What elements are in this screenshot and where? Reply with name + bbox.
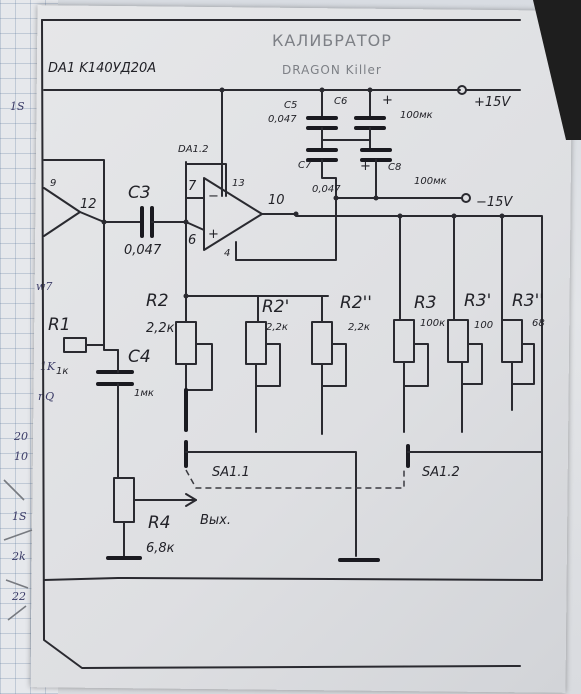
scribble-2: w7 (36, 280, 52, 293)
r3-resistor-group: R3 100к R3' 100 R3'' 68 (393, 213, 545, 433)
title-calibrator: КАЛИБРАТОР (272, 31, 392, 50)
input-amp-triangle (43, 187, 81, 237)
chip-label: DA1 K140УД20А (48, 61, 156, 76)
scribble-strokes (3, 479, 33, 621)
opamp-da1-2: DA1.2 7 13 10 6 4 − + (178, 89, 543, 581)
opamp-plus: + (208, 227, 219, 242)
resistor-r1 (63, 337, 87, 353)
resistor-r2-prime (245, 321, 267, 365)
c3-name: C3 (128, 183, 151, 203)
r3-double-prime-value: 68 (532, 318, 545, 329)
opamp-pin7: 7 (188, 179, 197, 194)
resistor-r4 (113, 477, 135, 523)
scribble-9: 22 (11, 590, 26, 603)
sa1-1-label: SA1.1 (212, 465, 250, 480)
side-scribbles: 1S w7 1K nQ 20 10 1S 2k 22 (3, 100, 56, 621)
c7-value: 0,047 (312, 184, 341, 195)
r2-resistor-group: R2 2,2к R2' 2,2к R2'' 2,2к (146, 221, 372, 435)
scribble-1: 1S (10, 100, 25, 113)
scribble-4: nQ (38, 390, 54, 403)
c5-value: 0,047 (268, 114, 297, 125)
pin-9: 9 (50, 178, 56, 189)
r2-prime-name: R2' (262, 297, 289, 317)
resistor-r2-double-prime (311, 321, 333, 365)
c6-value: 100мк (400, 110, 433, 121)
c6-plus: + (382, 93, 393, 108)
decoupling-capacitors: C5 0,047 C6 + 100мк C7 0,047 + C8 100мк (268, 89, 447, 199)
opamp-pin4: 4 (224, 248, 230, 259)
capacitor-c5 (306, 116, 338, 130)
c3-value: 0,047 (124, 243, 162, 258)
r1-c4-branch: R1 1к C4 1мк (48, 221, 154, 479)
c6-name: C6 (334, 96, 347, 107)
capacitor-c7 (306, 148, 338, 162)
resistor-r2 (175, 321, 197, 365)
r2-double-prime-name: R2'' (340, 293, 372, 313)
r2-double-prime-value: 2,2к (348, 322, 370, 333)
switch-mechanical-link (185, 469, 405, 489)
opamp-triangle (203, 177, 263, 251)
resistor-r3 (393, 319, 415, 363)
r2-name: R2 (146, 291, 169, 311)
scribble-8: 2k (11, 550, 26, 563)
frame-left-bottom-line (41, 19, 521, 669)
c5-name: C5 (284, 100, 297, 111)
c3-plates (140, 206, 154, 238)
resistor-r3-prime (447, 319, 469, 363)
c4-value: 1мк (134, 388, 154, 399)
power-rail-plus: +15V (43, 85, 521, 110)
r2-prime-value: 2,2к (266, 322, 288, 333)
r3-value: 100к (420, 318, 445, 329)
switch-sa1-1: SA1.1 (184, 440, 405, 562)
opamp-pin6: 6 (188, 233, 196, 248)
r1-name: R1 (48, 315, 71, 335)
c8-value: 100мк (414, 176, 447, 187)
r3-name: R3 (414, 293, 437, 313)
scribble-6: 10 (14, 450, 28, 463)
r3-double-prime-name: R3'' (512, 291, 544, 311)
c8-name: C8 (388, 162, 401, 173)
r2-value: 2,2к (146, 321, 175, 336)
r4-value: 6,8к (146, 541, 175, 556)
r4-name: R4 (148, 513, 171, 533)
capacitor-c4 (96, 370, 134, 386)
plus-15v-label: +15V (474, 95, 511, 110)
capacitor-c3: C3 0,047 (124, 183, 187, 258)
opamp-pin10: 10 (268, 193, 285, 208)
minus-15v-label: −15V (476, 195, 513, 210)
c7-name: C7 (298, 160, 312, 171)
pin-12: 12 (80, 197, 97, 212)
r4-potentiometer: R4 6,8к Вых. (106, 477, 231, 560)
opamp-name: DA1.2 (178, 144, 208, 155)
input-amplifier: 9 12 (43, 159, 141, 237)
sa1-2-label: SA1.2 (422, 465, 460, 480)
output-bus (295, 213, 543, 581)
scribble-5: 20 (13, 430, 28, 443)
opamp-pin13: 13 (232, 178, 245, 189)
scribble-7: 1S (12, 510, 27, 523)
output-label: Вых. (200, 513, 231, 528)
title-dragon-killer: DRAGON Killer (282, 63, 382, 77)
r1-value: 1к (56, 366, 68, 377)
opamp-minus: − (208, 189, 219, 204)
switch-sa1-2: SA1.2 (406, 444, 543, 480)
r3-prime-name: R3' (464, 291, 491, 311)
power-rail-minus: −15V (333, 193, 513, 210)
resistor-r3-double-prime (501, 319, 523, 363)
c4-name: C4 (128, 347, 151, 367)
r3-prime-value: 100 (474, 320, 493, 331)
c8-plus: + (360, 159, 371, 174)
minus-terminal (461, 193, 471, 203)
bottom-bus (117, 577, 543, 581)
capacitor-c6 (354, 116, 386, 130)
